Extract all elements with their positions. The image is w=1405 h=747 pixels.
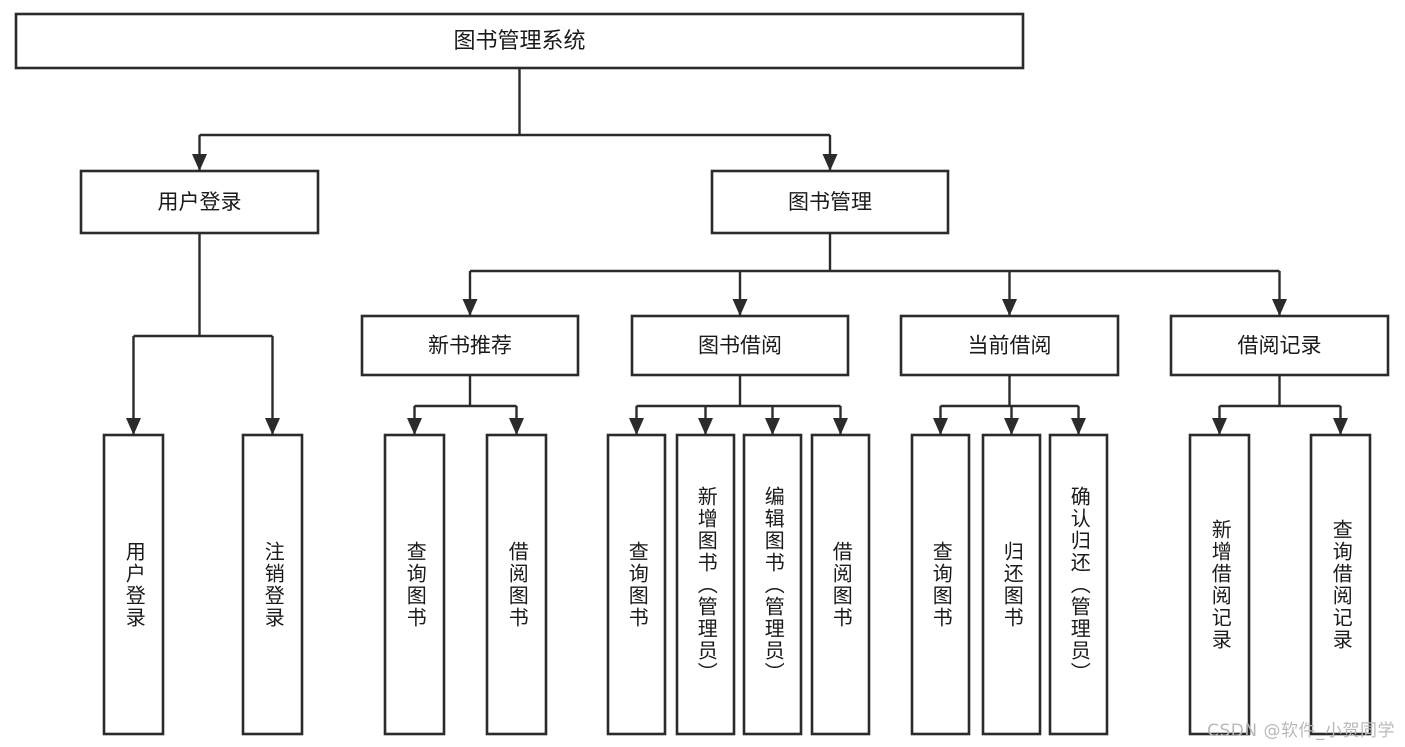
arrow-head-leaf-add-book	[698, 418, 713, 435]
node-label-user-login: 用户登录	[158, 190, 242, 214]
connector-layer	[126, 68, 1348, 435]
node-box-root[interactable]	[14, 12, 1025, 70]
arrow-head-borrow-record	[1272, 299, 1287, 316]
arrow-head-leaf-query-record	[1333, 418, 1348, 435]
node-box-leaf-borrow-book-1[interactable]	[485, 433, 548, 736]
node-box-current-borrow[interactable]	[899, 314, 1120, 377]
node-box-leaf-query-book-1[interactable]	[383, 433, 446, 736]
arrow-head-user-login	[192, 154, 207, 171]
node-label-book-borrow: 图书借阅	[698, 334, 782, 358]
node-box-leaf-user-login[interactable]	[102, 433, 165, 736]
arrow-head-book-manage	[822, 154, 838, 171]
arrow-head-new-book-rec	[462, 299, 478, 316]
node-box-leaf-confirm-return[interactable]	[1048, 433, 1109, 736]
node-box-leaf-query-book-3[interactable]	[910, 433, 971, 736]
arrow-head-book-borrow	[732, 299, 748, 316]
node-label-borrow-record: 借阅记录	[1238, 334, 1322, 358]
arrow-head-leaf-query-book-3	[933, 418, 948, 435]
arrow-head-leaf-query-book-2	[629, 418, 644, 435]
node-box-leaf-add-record[interactable]	[1188, 433, 1251, 736]
node-box-leaf-borrow-book-2[interactable]	[810, 433, 871, 736]
node-box-leaf-return-book[interactable]	[981, 433, 1042, 736]
arrow-head-leaf-add-record	[1212, 418, 1227, 435]
node-label-new-book-rec: 新书推荐	[428, 334, 512, 358]
node-box-leaf-edit-book[interactable]	[742, 433, 803, 736]
node-box-new-book-rec[interactable]	[360, 314, 580, 377]
node-box-book-manage[interactable]	[710, 169, 950, 235]
arrow-head-leaf-confirm-return	[1071, 418, 1086, 435]
node-box-leaf-query-record[interactable]	[1309, 433, 1372, 736]
node-label-root: 图书管理系统	[453, 29, 585, 54]
node-box-user-login[interactable]	[79, 169, 320, 235]
node-box-leaf-add-book[interactable]	[675, 433, 736, 736]
arrow-head-leaf-user-logout	[265, 418, 280, 435]
node-box-borrow-record[interactable]	[1169, 314, 1390, 377]
arrow-head-current-borrow	[1002, 299, 1017, 316]
csdn-watermark: CSDN @软件_小贺同学	[1207, 721, 1395, 741]
node-box-layer	[14, 12, 1390, 736]
arrow-head-leaf-edit-book	[765, 418, 780, 435]
node-label-current-borrow: 当前借阅	[968, 334, 1052, 358]
arrow-head-leaf-return-book	[1004, 418, 1019, 435]
arrow-head-leaf-borrow-book-2	[833, 418, 848, 435]
arrow-head-leaf-borrow-book-1	[509, 418, 524, 435]
node-box-leaf-user-logout[interactable]	[241, 433, 304, 736]
arrow-head-leaf-user-login	[126, 418, 141, 435]
arrow-head-leaf-query-book-1	[407, 418, 422, 435]
node-box-leaf-query-book-2[interactable]	[606, 433, 667, 736]
node-label-book-manage: 图书管理	[788, 190, 872, 214]
node-box-book-borrow[interactable]	[630, 314, 850, 377]
